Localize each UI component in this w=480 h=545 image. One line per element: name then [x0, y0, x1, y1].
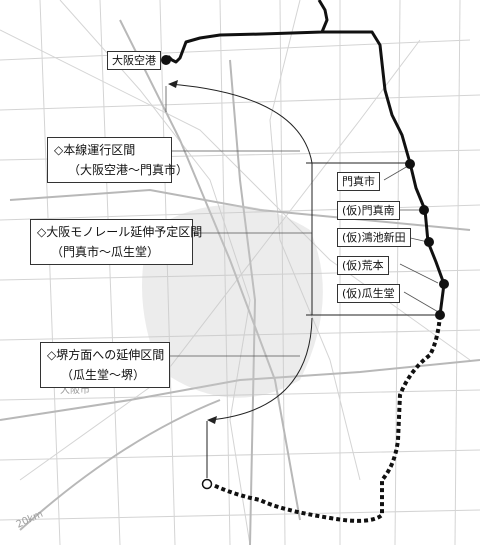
section-title: ◇本線運行区間	[54, 143, 136, 157]
station-dot-kadoma-minami	[419, 205, 429, 215]
section-box-extension: ◇大阪モノレール延伸予定区間 （門真市〜瓜生堂）	[30, 219, 203, 265]
station-dot-uryudo	[435, 310, 445, 320]
leader-lines	[165, 86, 441, 357]
station-label-kadoma-minami: (仮)門真南	[337, 201, 400, 220]
section-box-main-line: ◇本線運行区間 （大阪空港〜門真市）	[47, 137, 189, 183]
station-markers	[161, 55, 449, 320]
arrowhead-bottom	[207, 416, 217, 424]
section-brackets	[169, 83, 440, 478]
osaka-airport-label: 大阪空港	[107, 51, 161, 70]
section-title: ◇大阪モノレール延伸予定区間	[37, 225, 203, 239]
planned-line-route	[212, 314, 442, 523]
terminal-dot-sakai	[201, 478, 213, 490]
section-title: ◇堺方面への延伸区間	[47, 348, 165, 362]
station-label-uryudo: (仮)瓜生堂	[337, 284, 400, 303]
station-dot-konoike-shinden	[424, 237, 434, 247]
station-label-konoike-shinden: (仮)鴻池新田	[337, 228, 411, 247]
station-dot-aramoto	[439, 279, 449, 289]
section-subtitle: （門真市〜瓜生堂）	[51, 245, 160, 260]
section-box-sakai-extension: ◇堺方面への延伸区間 （瓜生堂〜堺）	[40, 342, 170, 388]
station-dot-kadomashi	[405, 159, 415, 169]
station-label-kadomashi: 門真市	[337, 172, 380, 191]
scale-label: 20km	[15, 509, 45, 531]
main-line-route	[164, 0, 412, 164]
arrowhead-top	[168, 80, 178, 88]
station-dot-osaka-airport	[161, 55, 171, 65]
base-map-major-roads	[0, 19, 480, 545]
section-subtitle: （大阪空港〜門真市）	[68, 163, 189, 178]
station-label-aramoto: (仮)荒本	[337, 256, 389, 275]
section-subtitle: （瓜生堂〜堺）	[61, 368, 146, 383]
